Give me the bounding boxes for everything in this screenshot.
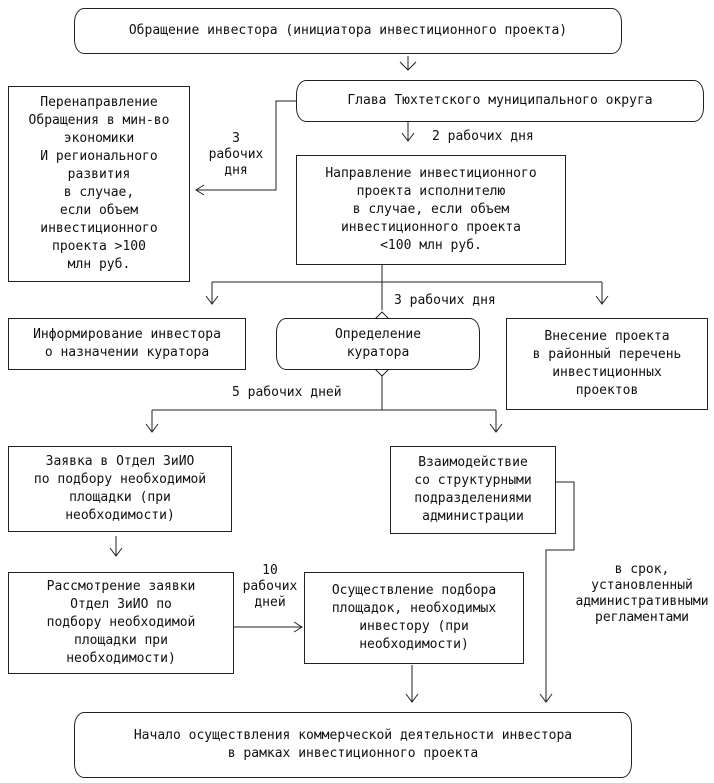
arrowhead: [399, 61, 417, 71]
days-5-label: 5 рабочих дней: [232, 385, 342, 400]
review-application-box: Рассмотрение заявки Отдел ЗиИО по подбор…: [8, 572, 234, 674]
arrowhead: [293, 621, 303, 633]
head-okrug-box: Глава Тюхтетского муниципального округа: [296, 80, 704, 122]
arrowhead: [205, 295, 219, 305]
connector-interaction-start: [545, 481, 575, 702]
days-10-label: 10 рабочих дней: [242, 563, 298, 610]
investor-request-box: Обращение инвестора (инициатора инвестиц…: [74, 8, 622, 54]
redirect-ministry-box: Перенаправление Обращения в мин-во эконо…: [8, 86, 190, 282]
regulation-label: в срок, установленный административными …: [575, 562, 709, 625]
arrowhead: [489, 423, 503, 433]
arrowhead: [109, 547, 123, 557]
arrowhead: [405, 693, 419, 703]
define-curator-box: Определение куратора: [276, 318, 480, 370]
interaction-box: Взаимодействие со структурными подраздел…: [390, 446, 556, 534]
connector-head-ministry: [196, 100, 296, 191]
start-activity-text: Начало осуществления коммерческой деятел…: [133, 728, 573, 761]
include-list-text: Внесение проекта в районный перечень инв…: [532, 329, 682, 398]
arrowhead: [373, 367, 391, 377]
redirect-ministry-text: Перенаправление Обращения в мин-во эконо…: [28, 95, 170, 272]
arrowhead: [195, 184, 205, 196]
days-2-label: 2 рабочих дня: [432, 129, 534, 144]
start-activity-box: Начало осуществления коммерческой деятел…: [74, 712, 632, 778]
head-okrug-text: Глава Тюхтетского муниципального округа: [347, 93, 653, 108]
define-curator-text: Определение куратора: [334, 327, 422, 360]
send-project-box: Направление инвестиционного проекта испо…: [296, 155, 566, 265]
arrowhead: [373, 311, 391, 321]
days-3-left-label: 3 рабочих дня: [208, 131, 264, 178]
send-project-text: Направление инвестиционного проекта испо…: [325, 166, 537, 253]
review-application-text: Рассмотрение заявки Отдел ЗиИО по подбор…: [46, 579, 196, 666]
inform-investor-box: Информирование инвестора о назначении ку…: [8, 318, 246, 370]
arrowhead: [539, 693, 553, 703]
include-list-box: Внесение проекта в районный перечень инв…: [506, 318, 708, 410]
site-selection-text: Осуществление подбора площадок, необходи…: [331, 583, 497, 652]
inform-investor-text: Информирование инвестора о назначении ку…: [33, 327, 221, 360]
investor-request-text: Обращение инвестора (инициатора инвестиц…: [128, 23, 568, 38]
application-zio-box: Заявка в Отдел ЗиИО по подбору необходим…: [8, 446, 232, 532]
site-selection-box: Осуществление подбора площадок, необходи…: [304, 572, 524, 664]
interaction-text: Взаимодействие со структурными подраздел…: [414, 455, 532, 524]
arrowhead: [401, 132, 415, 142]
days-3-mid-label: 3 рабочих дня: [394, 293, 496, 308]
arrowhead: [595, 295, 609, 305]
arrowhead: [145, 423, 159, 433]
application-zio-text: Заявка в Отдел ЗиИО по подбору необходим…: [33, 454, 207, 523]
